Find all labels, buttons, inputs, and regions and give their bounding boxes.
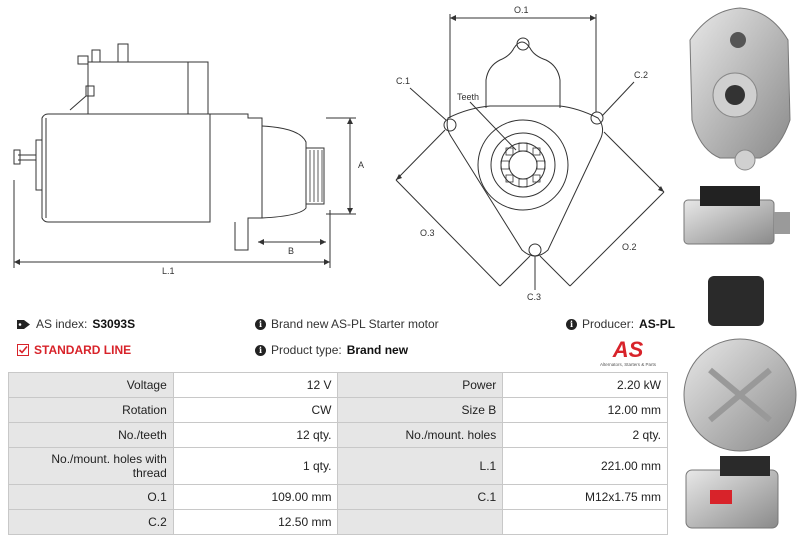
photo-front-view (689, 7, 791, 171)
info-icon: i (566, 318, 577, 330)
dim-label-c2: C.2 (634, 70, 648, 80)
spec-label: Size B (337, 397, 504, 423)
spec-label: O.1 (8, 484, 174, 510)
producer: i Producer: AS-PL (566, 317, 675, 331)
info-icon: i (255, 344, 266, 356)
spec-label: No./mount. holes with thread (8, 447, 174, 485)
dim-label-teeth: Teeth (457, 92, 479, 102)
description: i Brand new AS-PL Starter motor (255, 317, 439, 331)
technical-drawing: A B L.1 (13, 5, 665, 300)
photo-angled-view (685, 456, 779, 529)
product-type: i Product type: Brand new (255, 343, 408, 357)
spec-label: C.2 (8, 509, 174, 535)
spec-label: Rotation (8, 397, 174, 423)
spec-label: Power (337, 372, 504, 398)
spec-value: CW (172, 397, 339, 423)
as-index-label: AS index: (36, 317, 88, 331)
producer-label: Producer: (582, 317, 635, 331)
description-text: Brand new AS-PL Starter motor (271, 317, 439, 331)
spec-value (502, 509, 668, 535)
dim-label-b: B (288, 246, 294, 256)
tag-icon (17, 319, 30, 329)
as-pl-logo: AS Alternators, Starters & Parts (600, 337, 657, 367)
spec-label: No./mount. holes (337, 422, 504, 448)
standard-line-text: STANDARD LINE (34, 343, 132, 357)
dim-label-c3: C.3 (527, 292, 541, 300)
svg-text:Alternators, Starters & Parts: Alternators, Starters & Parts (600, 362, 657, 367)
dim-label-o3: O.3 (420, 228, 435, 238)
spec-value: 12.50 mm (172, 509, 339, 535)
spec-value: 12 V (172, 372, 339, 398)
as-index-value: S3093S (92, 317, 136, 331)
standard-line: STANDARD LINE (17, 343, 131, 357)
product-type-value: Brand new (346, 343, 409, 357)
svg-text:AS: AS (612, 337, 644, 362)
as-index: AS index: S3093S (17, 317, 135, 331)
spec-value: 12.00 mm (502, 397, 668, 423)
dim-label-l1: L.1 (162, 266, 175, 276)
spec-label: C.1 (337, 484, 504, 510)
producer-value: AS-PL (639, 317, 676, 331)
product-type-label: Product type: (271, 343, 342, 357)
photo-rear-view (683, 276, 797, 452)
spec-value: 2 qty. (502, 422, 668, 448)
product-photos (683, 7, 797, 529)
dim-label-a: A (358, 160, 364, 170)
spec-label: L.1 (337, 447, 504, 485)
spec-value: 221.00 mm (502, 447, 668, 485)
dim-label-c1: C.1 (396, 76, 410, 86)
spec-value: 2.20 kW (502, 372, 668, 398)
spec-value: 1 qty. (172, 447, 339, 485)
dim-label-o1: O.1 (514, 5, 529, 15)
spec-label (337, 509, 504, 535)
spec-value: M12x1.75 mm (502, 484, 668, 510)
spec-label: Voltage (8, 372, 174, 398)
photo-side-view (683, 186, 790, 245)
spec-value: 12 qty. (172, 422, 339, 448)
dim-label-o2: O.2 (622, 242, 637, 252)
spec-value: 109.00 mm (172, 484, 339, 510)
info-icon: i (255, 318, 266, 330)
check-icon (17, 344, 29, 356)
spec-label: No./teeth (8, 422, 174, 448)
